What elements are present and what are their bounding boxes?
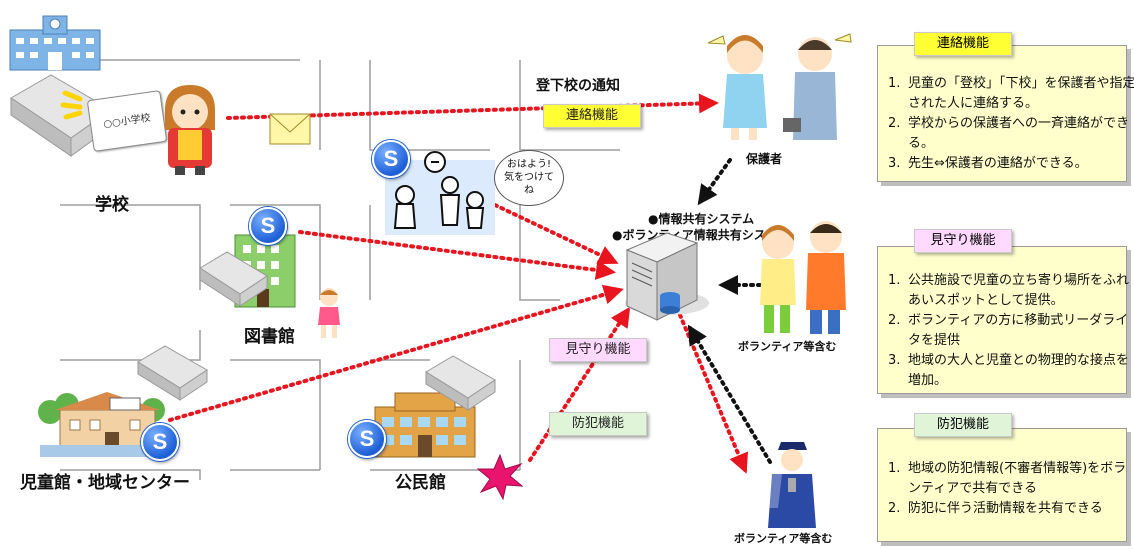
s-badge-icon: S (348, 420, 386, 458)
tag-crime: 防犯機能 (549, 412, 647, 436)
people-label-volunteers-police: ボランティア等含む (734, 532, 833, 545)
panel-crime-list: 地域の防犯情報(不審者情報等)をボランティアで共有できる 防犯に伴う活動情報を共… (886, 459, 1134, 519)
community-hall-building-icon (374, 392, 476, 458)
panel-title-crime: 防犯機能 (914, 413, 1012, 437)
panel-item: 防犯に伴う活動情報を共有できる (888, 499, 1103, 519)
library-card-reader-icon (199, 251, 268, 307)
panel-item: 学校からの保護者への一斉連絡ができる。 (888, 114, 1130, 151)
school-building-icon (9, 15, 101, 71)
tag-contact: 連絡機能 (543, 104, 641, 128)
s-badge-icon: S (249, 207, 287, 245)
panel-item: 地域の大人と児童との物理的な接点を増加。 (888, 351, 1129, 388)
place-label-community-hall: 公民館 (395, 473, 446, 493)
crossing-guard-scene-icon (385, 151, 495, 235)
panel-item: 児童の「登校」「下校」を保護者や指定された人に連絡する。 (888, 74, 1134, 111)
server-icon (625, 232, 709, 321)
signal-flash-icon (60, 90, 83, 120)
community-hall-card-reader-icon (425, 355, 496, 411)
people-label-volunteers: ボランティア等含む (738, 340, 837, 353)
speech-bubble-text: おはよう! 気をつけて ね (504, 159, 554, 196)
panel-item: 地域の防犯情報(不審者情報等)をボランティアで共有できる (888, 459, 1127, 496)
school-notice-label: 登下校の通知 (536, 78, 620, 94)
panel-item: 先生⇔保護者の連絡ができる。 (888, 154, 1088, 174)
childrens-hall-building-icon (38, 392, 170, 457)
student-girl-icon (165, 85, 215, 175)
place-label-school: 学校 (95, 195, 129, 215)
volunteers-couple-icon (760, 221, 846, 334)
s-badge-icon: S (372, 140, 410, 178)
child-running-icon (318, 288, 340, 338)
place-label-childrens-hall: 児童館・地域センター (20, 473, 190, 493)
panel-watch-list: 公共施設で児童の立ち寄り場所をふれあいスポットとして提供。 ボランティアの方に移… (886, 271, 1134, 391)
tag-watch: 見守り機能 (549, 338, 647, 362)
panel-watch: 公共施設で児童の立ち寄り場所をふれあいスポットとして提供。 ボランティアの方に移… (877, 246, 1129, 394)
people-label-guardians: 保護者 (746, 152, 783, 166)
panel-crime: 地域の防犯情報(不審者情報等)をボランティアで共有できる 防犯に伴う活動情報を共… (877, 428, 1127, 542)
envelope-icon (269, 113, 311, 145)
panel-item: 公共施設で児童の立ち寄り場所をふれあいスポットとして提供。 (888, 271, 1130, 308)
system-label-info: ●情報共有システム (648, 212, 755, 226)
panel-contact-list: 児童の「登校」「下校」を保護者や指定された人に連絡する。 学校からの保護者への一… (886, 74, 1134, 174)
childrens-hall-card-reader-icon (137, 345, 208, 401)
panel-item: ボランティアの方に移動式リーダライタを提供 (888, 311, 1129, 348)
panel-title-contact: 連絡機能 (914, 32, 1012, 56)
panel-title-watch: 見守り機能 (914, 229, 1012, 253)
panel-contact: 児童の「登校」「下校」を保護者や指定された人に連絡する。 学校からの保護者への一… (877, 45, 1134, 182)
speech-bubble: おはよう! 気をつけて ね (494, 150, 564, 206)
place-label-library: 図書館 (244, 327, 295, 347)
alert-burst-icon (477, 454, 523, 500)
police-officer-icon (768, 442, 816, 528)
s-badge-icon: S (141, 423, 179, 461)
guardians-icon (707, 33, 852, 140)
